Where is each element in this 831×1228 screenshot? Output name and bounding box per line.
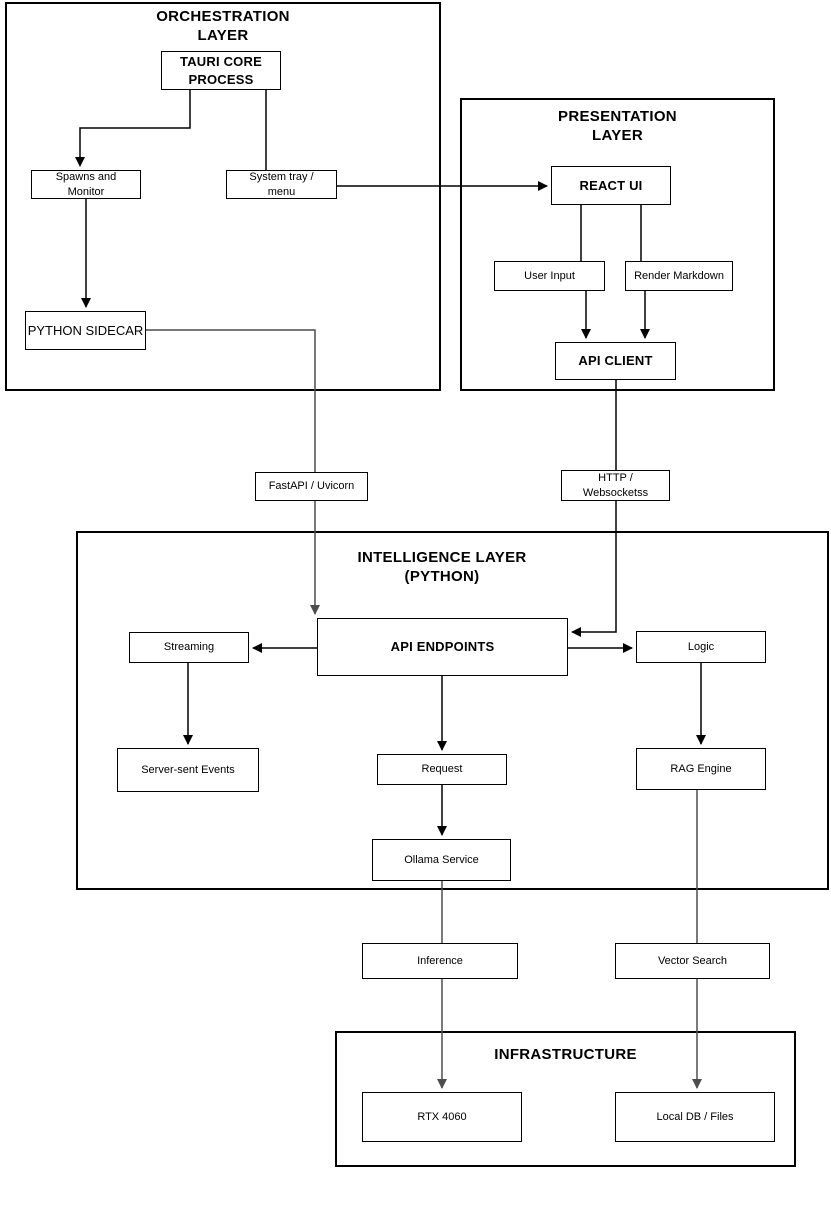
node-rtx-4060: RTX 4060: [362, 1092, 522, 1142]
node-streaming: Streaming: [129, 632, 249, 663]
node-http-websockets: HTTP / Websocketss: [561, 470, 670, 501]
node-react-ui: REACT UI: [551, 166, 671, 205]
edge-api-client-to-api-endpoints: [571, 380, 617, 637]
intelligence-layer-title: INTELLIGENCE LAYER (PYTHON): [357, 549, 527, 585]
node-logic: Logic: [636, 631, 766, 663]
node-rag-engine: RAG Engine: [636, 748, 766, 790]
node-inference: Inference: [362, 943, 518, 979]
orchestration-layer-box: [5, 2, 441, 391]
node-system-tray-menu: System tray / menu: [226, 170, 337, 199]
node-tauri-core-process: TAURI CORE PROCESS: [161, 51, 281, 90]
node-ollama-service: Ollama Service: [372, 839, 511, 881]
node-local-db-files: Local DB / Files: [615, 1092, 775, 1142]
node-spawns-and-monitor: Spawns and Monitor: [31, 170, 141, 199]
node-api-client: API CLIENT: [555, 342, 676, 380]
infrastructure-layer-title: INFRASTRUCTURE: [494, 1046, 637, 1063]
presentation-layer-box: [460, 98, 775, 391]
node-render-markdown: Render Markdown: [625, 261, 733, 291]
node-vector-search: Vector Search: [615, 943, 770, 979]
presentation-layer-title: PRESENTATION LAYER: [558, 108, 677, 144]
node-user-input: User Input: [494, 261, 605, 291]
edge-sidecar-to-api-endpoints: [146, 329, 320, 615]
node-python-sidecar: PYTHON SIDECAR: [25, 311, 146, 350]
node-server-sent-events: Server-sent Events: [117, 748, 259, 792]
intelligence-layer-box: [76, 531, 829, 890]
node-fastapi-uvicorn: FastAPI / Uvicorn: [255, 472, 368, 501]
edge-tauri-to-spawns: [75, 90, 191, 167]
node-api-endpoints: API ENDPOINTS: [317, 618, 568, 676]
node-request: Request: [377, 754, 507, 785]
infrastructure-layer-box: [335, 1031, 796, 1167]
orchestration-layer-title: ORCHESTRATION LAYER: [156, 8, 290, 44]
